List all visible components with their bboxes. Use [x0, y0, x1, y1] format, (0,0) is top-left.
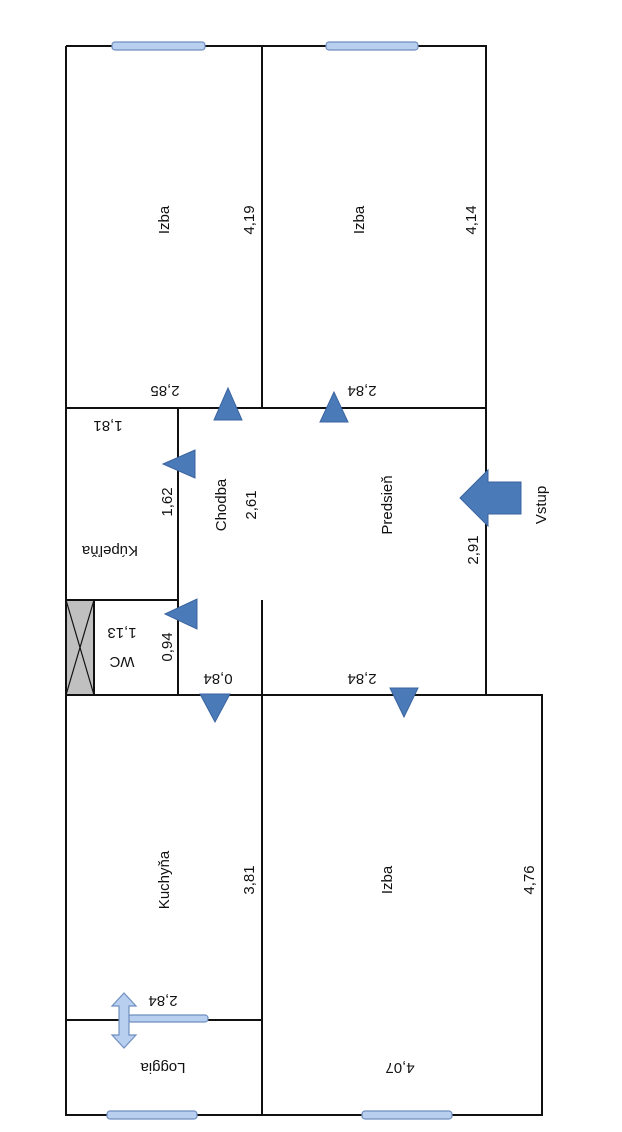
room-name: Izba	[379, 865, 396, 894]
room-name: Izba	[156, 205, 173, 234]
installation-shaft	[65, 599, 95, 696]
door-arrow-icon	[199, 693, 231, 724]
room-name: WC	[109, 653, 134, 670]
room-name: Kúpeľňa	[81, 542, 138, 559]
dimension: 0,84	[203, 670, 232, 687]
dimension: 0,94	[159, 632, 176, 661]
door-arrow-icon	[319, 390, 349, 423]
window	[111, 41, 206, 51]
room-name: Chodba	[213, 478, 230, 531]
loggia-door	[127, 1014, 209, 1023]
room-name: Predsieň	[379, 475, 396, 534]
room-name: Kuchyňa	[156, 850, 173, 909]
window	[361, 1110, 453, 1120]
dimension: 1,62	[159, 487, 176, 516]
window	[106, 1110, 198, 1120]
dimension: 4,14	[463, 205, 480, 234]
dimension: 2,84	[347, 670, 376, 687]
dimension: 4,07	[385, 1059, 414, 1076]
dimension: 2,84	[148, 992, 177, 1009]
dimension: 4,76	[521, 865, 538, 894]
door-arrow-icon	[161, 449, 196, 479]
dimension: 2,85	[150, 382, 179, 399]
entrance-label: Vstup	[533, 486, 550, 524]
door-arrow-icon	[389, 687, 419, 719]
double-arrow-icon	[110, 992, 138, 1049]
door-arrow-icon	[213, 386, 243, 421]
dimension: 3,81	[241, 865, 258, 894]
dimension: 2,91	[465, 535, 482, 564]
dimension: 1,13	[107, 624, 136, 641]
window	[325, 41, 419, 51]
door-arrow-icon	[163, 598, 198, 630]
walls	[65, 45, 543, 1116]
dimension: 4,19	[241, 205, 258, 234]
dimension: 2,84	[347, 382, 376, 399]
dimension: 1,81	[93, 417, 122, 434]
room-name: Izba	[351, 205, 368, 234]
entrance-arrow-icon	[459, 468, 522, 528]
room-name: Loggia	[140, 1059, 186, 1076]
dimension: 2,61	[243, 490, 260, 519]
